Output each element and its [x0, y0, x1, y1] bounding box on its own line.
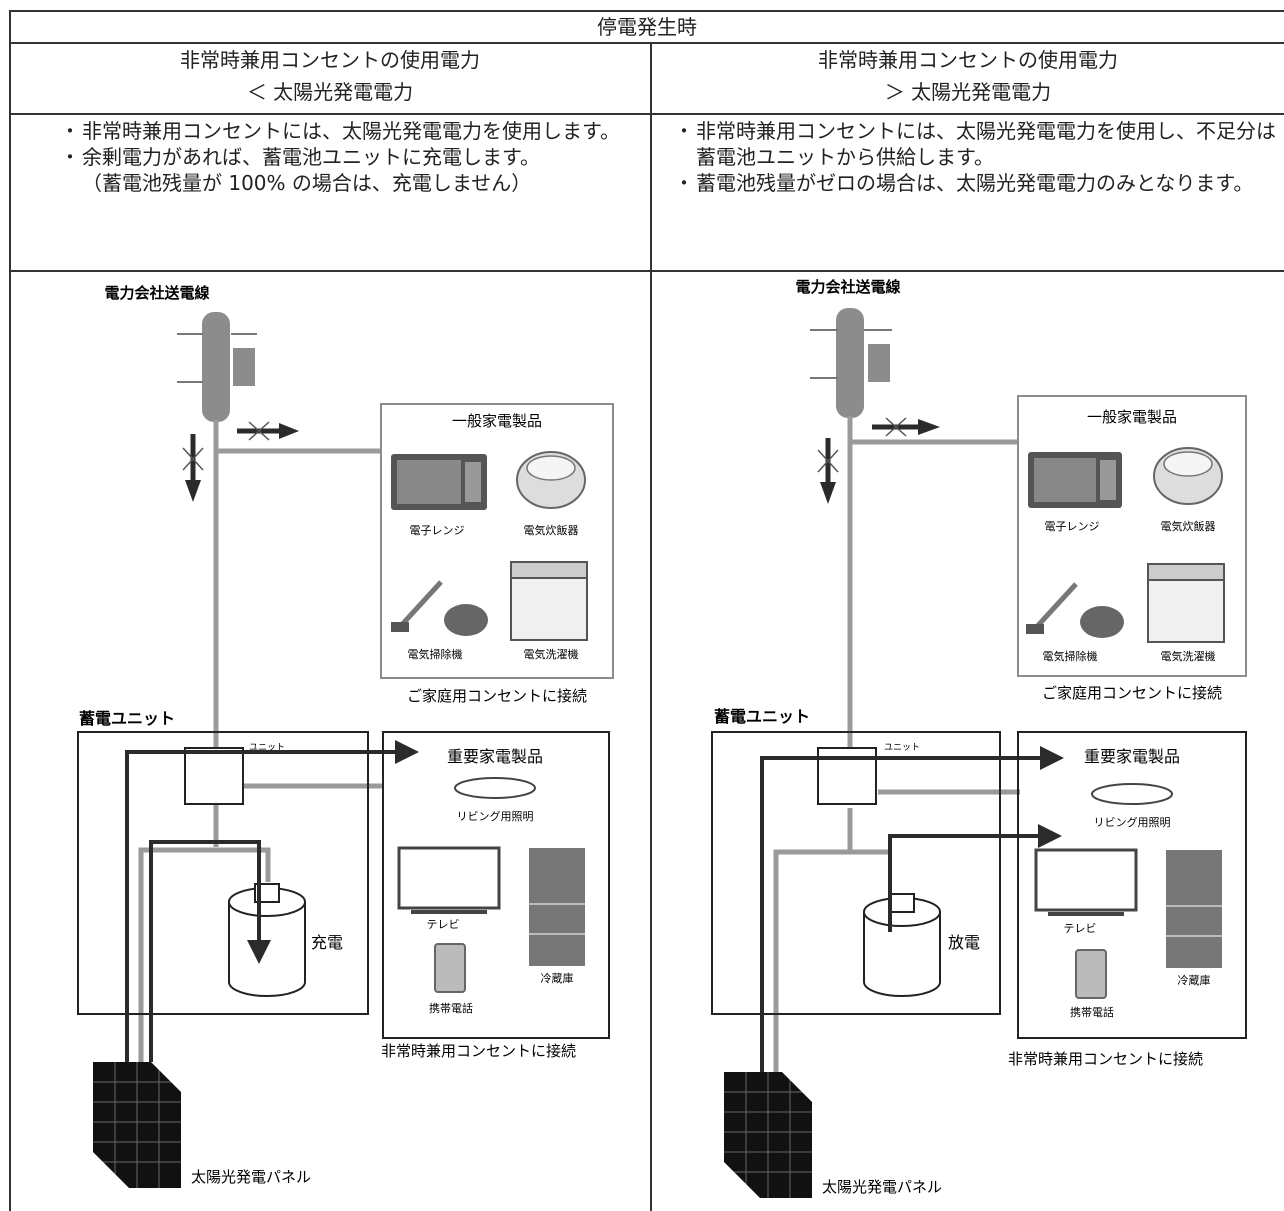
- dark-flow-lines: [760, 746, 1064, 1090]
- appliance-label: 電気掃除機: [1043, 649, 1098, 663]
- bullet-note: （蓄電池残量が 100% の場合は、充電しません）: [82, 171, 532, 195]
- important-item-label: テレビ: [1064, 922, 1097, 935]
- power-line-label: 電力会社送電線: [795, 278, 900, 296]
- unit-label: ユニット: [249, 743, 285, 753]
- appliance-label: 電子レンジ: [410, 524, 465, 537]
- appliance-label: 電気洗濯機: [1161, 649, 1216, 663]
- utility-pole-icon: [810, 308, 892, 418]
- battery-icon: [863, 893, 941, 997]
- ceiling-light-icon: [1091, 783, 1173, 805]
- refrigerator-icon: [529, 848, 585, 966]
- appliance-label: 電気掃除機: [408, 647, 463, 661]
- appliance-label: 電気洗濯機: [524, 647, 579, 661]
- page-title: 停電発生時: [597, 15, 697, 39]
- general-appliances-title: 一般家電製品: [452, 412, 542, 430]
- washing-machine-icon: [510, 561, 588, 641]
- general-appliances-title: 一般家電製品: [1087, 408, 1177, 426]
- microwave-icon: [1028, 452, 1122, 508]
- table-frame: [9, 10, 1284, 1211]
- storage-unit-box: [77, 731, 369, 1015]
- general-outlet-label: ご家庭用コンセントに接続: [1042, 684, 1222, 702]
- row-divider: [9, 42, 1284, 44]
- mobile-phone-icon: [1075, 949, 1107, 999]
- right-diagram: 電力会社送電線 一般家電製品 電子レンジ 電気炊飯器: [711, 278, 1247, 1198]
- important-item-label: 携帯電話: [429, 1001, 473, 1015]
- right-bullets: 非常時兼用コンセントには、太陽光発電電力を使用し、不足分は蓄電池ユニットから供給…: [674, 118, 1282, 196]
- gray-wiring: [138, 420, 383, 1072]
- vacuum-cleaner-icon: [391, 580, 488, 636]
- bullet-item: 蓄電池残量がゼロの場合は、太陽光発電電力のみとなります。: [674, 170, 1282, 196]
- left-heading-line2: ＜ 太陽光発電電力: [246, 80, 414, 104]
- important-appliances-box: [1017, 731, 1247, 1039]
- bullet-item: 非常時兼用コンセントには、太陽光発電電力を使用します。: [60, 118, 646, 144]
- ceiling-light-icon: [454, 777, 536, 799]
- battery-state-label: 放電: [948, 933, 980, 952]
- general-appliances-box: [380, 403, 614, 679]
- rice-cooker-icon: [1153, 447, 1223, 505]
- battery-state-label: 充電: [311, 933, 343, 952]
- left-diagram: 電力会社送電線 一般家電製品 電子レンジ 電気炊飯器: [77, 284, 614, 1188]
- important-item-label: 携帯電話: [1070, 1005, 1114, 1019]
- gray-wiring: [773, 416, 1020, 1072]
- microwave-icon: [391, 454, 487, 510]
- appliance-label: 電子レンジ: [1045, 520, 1100, 533]
- right-heading-line1: 非常時兼用コンセントの使用電力: [818, 48, 1118, 72]
- left-heading-line1: 非常時兼用コンセントの使用電力: [180, 48, 480, 72]
- left-heading: 非常時兼用コンセントの使用電力 ＜ 太陽光発電電力: [10, 44, 650, 108]
- important-item-label: 冷蔵庫: [1178, 973, 1211, 987]
- solar-panel-icon: [724, 1072, 812, 1198]
- important-appliances-box: [382, 731, 610, 1039]
- solar-panel-label: 太陽光発電パネル: [822, 1178, 942, 1196]
- left-bullets: 非常時兼用コンセントには、太陽光発電電力を使用します。 余剰電力があれば、蓄電池…: [60, 118, 646, 196]
- tv-icon: [1034, 848, 1138, 916]
- emergency-outlet-label: 非常時兼用コンセントに接続: [381, 1042, 576, 1060]
- row-divider: [9, 113, 1284, 115]
- column-divider: [650, 42, 652, 1211]
- storage-unit-label: 蓄電ユニット: [79, 709, 175, 728]
- mobile-phone-icon: [434, 943, 466, 993]
- refrigerator-icon: [1166, 850, 1222, 968]
- blocked-flow-down-icon: [817, 438, 839, 504]
- washing-machine-icon: [1147, 563, 1225, 643]
- vacuum-cleaner-icon: [1026, 582, 1124, 638]
- right-heading-line2: ＞ 太陽光発電電力: [884, 80, 1052, 104]
- storage-unit-label: 蓄電ユニット: [714, 707, 810, 726]
- solar-panel-label: 太陽光発電パネル: [191, 1168, 311, 1186]
- important-appliances-title: 重要家電製品: [447, 747, 543, 766]
- important-appliances-title: 重要家電製品: [1084, 747, 1180, 766]
- solar-panel-icon: [93, 1062, 181, 1188]
- blocked-flow-down-icon: [182, 434, 204, 502]
- general-appliances-box: [1017, 395, 1247, 677]
- storage-unit-box: [711, 731, 1001, 1015]
- battery-icon: [228, 883, 306, 997]
- rice-cooker-icon: [516, 451, 586, 509]
- power-control-unit: [184, 747, 244, 805]
- important-item-label: リビング用照明: [457, 809, 534, 823]
- emergency-outlet-label: 非常時兼用コンセントに接続: [1008, 1050, 1203, 1068]
- appliance-label: 電気炊飯器: [1161, 519, 1216, 533]
- blocked-flow-right-icon: [237, 421, 299, 441]
- important-item-label: 冷蔵庫: [541, 971, 574, 985]
- bullet-item: 余剰電力があれば、蓄電池ユニットに充電します。: [60, 144, 646, 170]
- tv-icon: [397, 846, 501, 914]
- row-divider: [9, 270, 1284, 272]
- appliance-label: 電気炊飯器: [524, 523, 579, 537]
- blocked-flow-right-icon: [872, 417, 940, 437]
- dark-flow-lines: [125, 740, 419, 1090]
- general-outlet-label: ご家庭用コンセントに接続: [407, 687, 587, 705]
- bullet-item: 非常時兼用コンセントには、太陽光発電電力を使用し、不足分は蓄電池ユニットから供給…: [674, 118, 1282, 170]
- power-line-label: 電力会社送電線: [104, 284, 209, 302]
- utility-pole-icon: [177, 312, 257, 422]
- important-item-label: テレビ: [427, 918, 460, 931]
- right-heading: 非常時兼用コンセントの使用電力 ＞ 太陽光発電電力: [652, 44, 1284, 108]
- unit-label: ユニット: [884, 743, 920, 753]
- important-item-label: リビング用照明: [1094, 815, 1171, 829]
